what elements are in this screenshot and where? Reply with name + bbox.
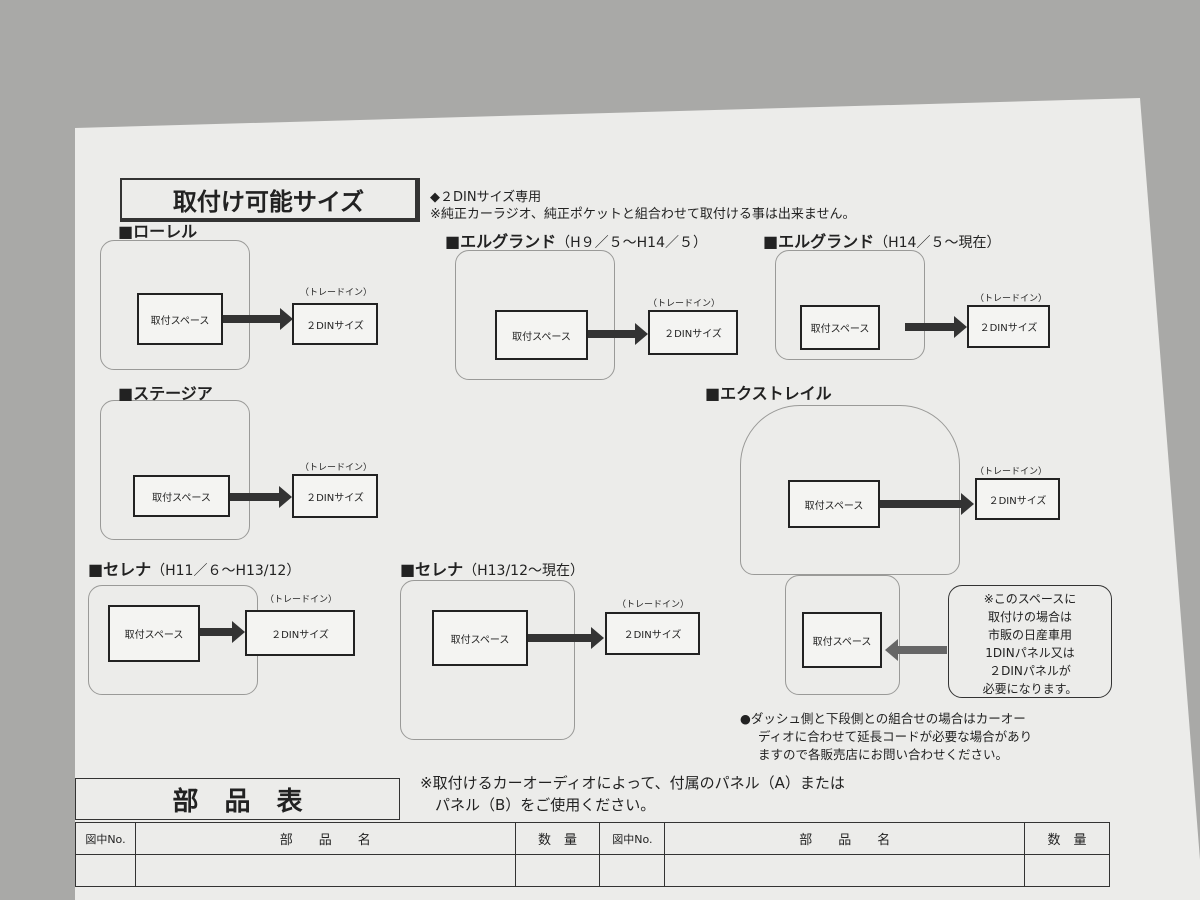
section-title-box: 取付け可能サイズ [120,178,420,222]
parts-note: パネル（B）をご使用ください。 [435,796,656,814]
vehicle-label-xtrail: ■エクストレイル [705,384,832,403]
parts-note: ※取付けるカーオーディオによって、付属のパネル（A）または [420,774,845,792]
trade-in-label: （トレードイン） [300,288,373,298]
install-space-box: 取付スペース [432,610,528,666]
din-size-box: ２DINサイズ [605,612,700,655]
col-part-name: 部 品 名 [664,822,1026,855]
arrow-left-icon [885,639,947,661]
note-line: 1DINパネル又は [985,646,1075,660]
note-line: 市販の日産車用 [987,628,1072,642]
dashboard-sketch [100,400,250,540]
dashboard-sketch [775,250,925,360]
install-space-box: 取付スペース [788,480,880,528]
vehicle-label-elgrand-h9: ■エルグランド（H９／５～H14／５） [445,232,707,251]
arrow-icon [528,627,604,649]
din-size-box: ２DINサイズ [648,310,738,355]
col-fig-no: 図中No. [75,822,136,855]
col-qty: 数 量 [514,822,601,855]
note-line: ２DINパネルが [989,664,1071,678]
din-size-box: ２DINサイズ [967,305,1050,348]
install-space-box-lower: 取付スペース [802,612,882,668]
trade-in-label: （トレードイン） [648,299,721,309]
parts-title-box: 部 品 表 [75,778,400,820]
note-line: 取付けの場合は [987,610,1072,624]
vehicle-label-stagea: ■ステージア [118,384,213,403]
col-qty: 数 量 [1024,822,1110,855]
install-space-box: 取付スペース [800,305,880,350]
note-line: ※このスペースに [983,592,1077,606]
arrow-icon [200,621,245,643]
arrow-icon [880,493,974,515]
din-size-box: ２DINサイズ [975,478,1060,520]
table-row [75,854,1110,887]
dashboard-sketch [740,405,960,575]
arrow-icon [588,323,648,345]
trade-in-label: （トレードイン） [265,595,338,605]
trade-in-label: （トレードイン） [975,467,1048,477]
vehicle-label-serena-h11: ■セレナ（H11／６～H13/12） [88,560,301,579]
dashboard-sketch [455,250,615,380]
arrow-icon [905,316,967,338]
trade-in-label: （トレードイン） [300,463,373,473]
vehicle-label-serena-h13: ■セレナ（H13/12～現在） [400,560,584,579]
install-space-box: 取付スペース [137,293,223,345]
note-line: ますので各販売店にお問い合わせください。 [758,747,1009,762]
install-space-box: 取付スペース [133,475,230,517]
col-fig-no: 図中No. [599,822,666,855]
parts-table: 図中No. 部 品 名 数 量 図中No. 部 品 名 数 量 [75,822,1110,887]
dashboard-sketch [400,580,575,740]
vehicle-label-laurel: ■ローレル [118,222,198,241]
dashboard-sketch [100,240,250,370]
install-space-box: 取付スペース [108,605,200,662]
trade-in-label: （トレードイン） [975,294,1048,304]
arrow-icon [230,486,292,508]
notice-2din: ◆２DINサイズ専用 [430,190,542,205]
extension-cord-note: ●ダッシュ側と下段側との組合せの場合はカーオー ディオに合わせて延長コードが必要… [740,710,1032,764]
din-size-box: ２DINサイズ [245,610,355,656]
notice-incompatible: ※純正カーラジオ、純正ポケットと組合わせて取付ける事は出来ません。 [430,207,856,222]
install-space-box: 取付スペース [495,310,588,360]
arrow-icon [223,308,293,330]
note-line: 必要になります。 [982,682,1078,696]
xtrail-note-box: ※このスペースに 取付けの場合は 市販の日産車用 1DINパネル又は ２DINパ… [948,585,1112,698]
note-line: ディオに合わせて延長コードが必要な場合があり [758,729,1033,744]
col-part-name: 部 品 名 [134,822,516,855]
table-header-row: 図中No. 部 品 名 数 量 図中No. 部 品 名 数 量 [75,822,1110,855]
din-size-box: ２DINサイズ [292,474,378,518]
dashboard-sketch [785,575,900,695]
trade-in-label: （トレードイン） [617,600,690,610]
vehicle-label-elgrand-h14: ■エルグランド（H14／５～現在） [763,232,1001,251]
din-size-box: ２DINサイズ [292,303,378,345]
note-line: ●ダッシュ側と下段側との組合せの場合はカーオー [740,711,1026,726]
